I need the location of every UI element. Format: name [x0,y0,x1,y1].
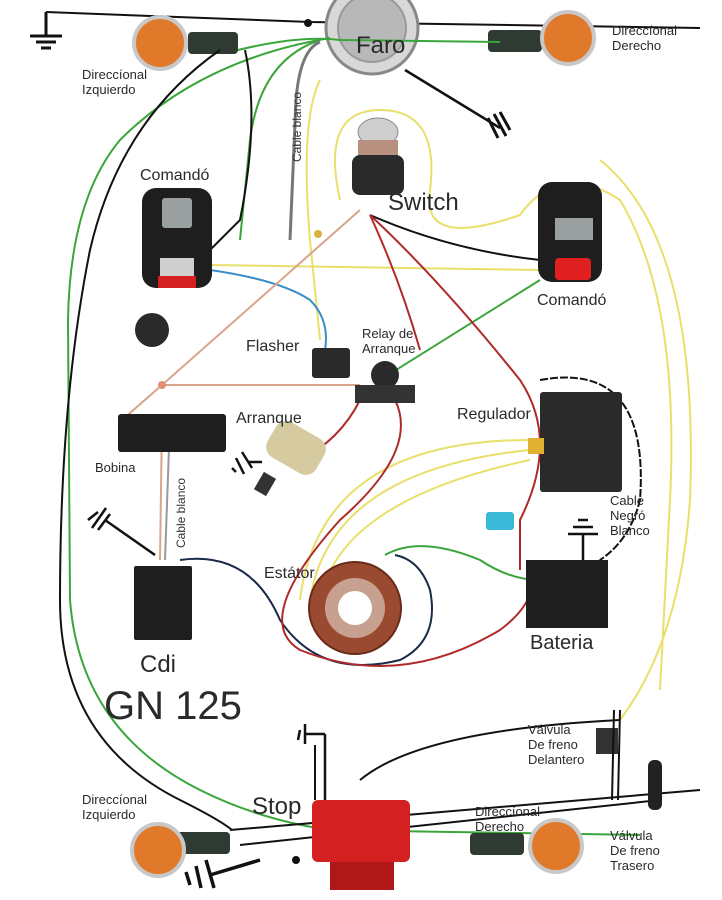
label-bobina: Bobina [95,460,136,475]
label-valvula-trasero: Válvula De freno Trasero [610,828,660,874]
label-line: Derecho [475,818,525,834]
stator [308,561,402,655]
label-cable-blanco-top: Cable blanco [290,91,304,162]
label-cdi: Cdi [140,651,177,678]
wire-yellow-horizontal [209,264,541,271]
label-line: De freno [528,736,578,752]
horn [135,313,169,347]
ground-symbol-top-left [30,12,62,50]
label-line: Negró [610,507,646,523]
rear-brake-switch [648,760,662,810]
wire-black-switch-right [369,214,541,261]
label-cable-blanco-mid: Cable blanco [174,477,188,548]
label-flasher: Flasher [246,338,300,355]
wire-black-stator [179,554,433,666]
battery [526,560,608,628]
label-estator: Estátor [264,565,315,582]
label-line: Direccíonal [82,792,148,807]
wire-yellow-switch-loop [334,108,673,691]
flasher-relay [312,348,350,378]
ground-symbol-battery [568,518,598,565]
wire-black-bottom-long2 [239,799,661,846]
ground-symbol-stop [296,724,327,800]
label-line: Válvula [610,828,653,843]
turn-signal-left-top [132,15,238,71]
label-line: Cable [610,493,644,508]
ground-symbol-cdi [87,507,156,557]
label-line: Direccíonal [475,804,541,819]
label-line: Delantero [528,751,585,767]
wire-green-main [237,37,501,51]
front-brake-switch [596,728,618,754]
wire-yellow-brake [599,159,692,721]
label-bateria: Bateria [530,632,594,654]
label-arranque: Arranque [236,410,302,427]
label-regulador: Regulador [457,406,531,423]
label-direccional-derecho-top: Direccíonal Derecho [612,23,678,54]
label-comando-right: Comandó [537,292,607,309]
label-direccional-izquierdo-bottom: Direccíonal Izquierdo [82,792,148,823]
label-line: Izquierdo [82,806,136,822]
junction-top [304,19,312,27]
wire-yellow-stator-reg2 [309,449,531,601]
label-line: Relay de [362,326,414,341]
wire-yellow-cable [305,79,321,341]
label-comando-left: Comandó [140,167,210,184]
label-line: Izquierdo [82,81,136,97]
label-model-gn125: GN 125 [104,684,242,728]
handlebar-switch-left [142,188,212,288]
junction-yellow [314,230,322,238]
ignition-coil [118,414,226,452]
headlight-faro [324,0,420,76]
label-relay-arranque: Relay de Arranque [362,326,416,357]
ground-symbol-faro [486,111,512,139]
wire-red-switch-battery [369,214,541,570]
wire-yellow-stator-reg [299,439,531,601]
wire-green-relay [379,279,541,381]
wire-black-comando [209,49,253,251]
voltage-regulator [528,392,622,492]
wire-faro-ground [404,68,501,130]
label-switch: Switch [388,189,459,216]
label-line: Arranque [362,340,416,356]
label-line: Derecho [612,37,662,53]
label-line: Direccíonal [82,67,148,82]
label-line: Blanco [610,522,650,538]
label-direccional-derecho-bottom: Direccíonal Derecho [475,804,541,835]
turn-signal-left-bottom [130,822,230,878]
turn-signal-right-top [488,10,596,66]
wire-black-regulator [539,376,642,561]
fuse [486,512,514,530]
ignition-switch [352,117,404,195]
wire-black-left-loop [58,49,233,831]
tail-stop-light [312,800,410,890]
wire-cable-blanco-top [288,40,321,241]
label-direccional-izquierdo-top: Direccíonal Izquierdo [82,67,148,98]
label-valvula-delantero: Válvula De freno Delantero [528,722,585,768]
starter-motor [253,421,326,497]
label-line: De freno [610,842,660,858]
ground-symbol-bottom-left [184,858,261,889]
label-faro: Faro [356,32,406,59]
turn-signal-right-bottom [470,818,584,874]
wire-green-left-loop [66,37,641,836]
junction-bottom [292,856,300,864]
label-line: Direccíonal [612,23,678,38]
handlebar-switch-right [538,182,602,282]
cdi-unit [134,566,192,640]
label-line: Trasero [610,857,655,873]
wire-red-relay-loop [281,399,533,667]
ground-symbol-starter [231,451,262,475]
wire-black-bottom-long [229,789,701,831]
label-line: Válvula [528,722,571,737]
starter-relay [355,361,415,403]
wire-black-stop [359,719,621,781]
label-cable-negro-blanco: Cable Negró Blanco [610,493,650,539]
label-stop: Stop [252,793,302,820]
wire-blue [209,269,327,351]
wire-red-switch [369,214,421,351]
junction-pink [158,381,166,389]
wire-brake-front [611,709,621,801]
